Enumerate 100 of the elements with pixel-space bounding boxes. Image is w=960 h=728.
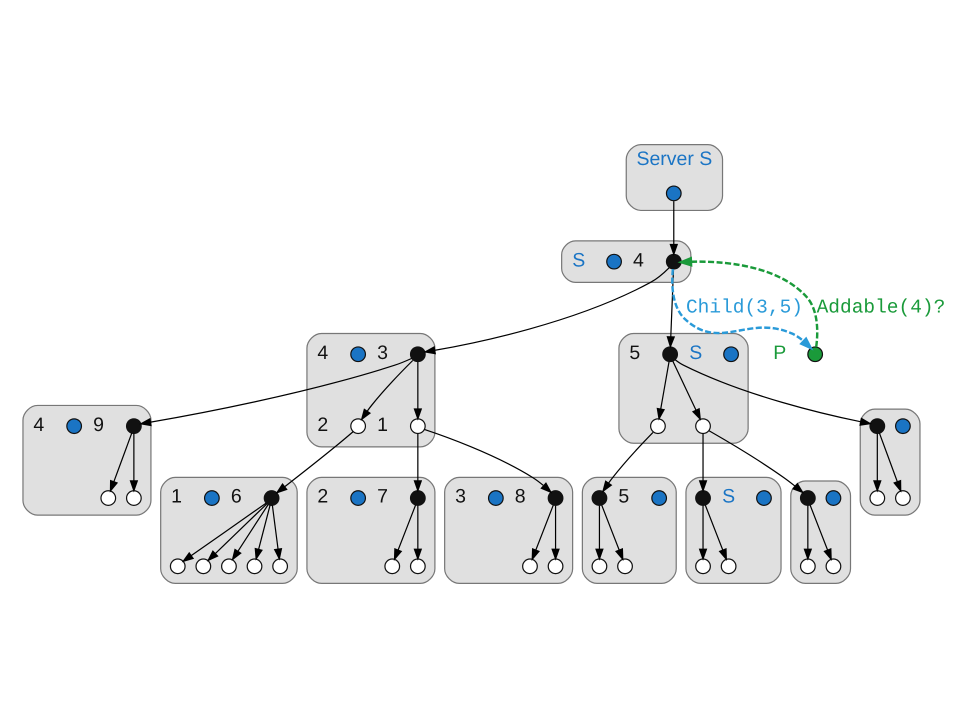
node-circle bbox=[723, 346, 739, 362]
node-circle bbox=[221, 558, 237, 574]
arrow bbox=[254, 505, 271, 561]
node-circle bbox=[410, 490, 426, 506]
arrow bbox=[602, 432, 654, 493]
node-circle bbox=[826, 490, 842, 506]
node-circle bbox=[666, 185, 682, 202]
arrow bbox=[708, 430, 804, 494]
edge-label: Child(3,5) bbox=[686, 296, 803, 319]
node-label: 1 bbox=[377, 414, 388, 436]
node-label: 2 bbox=[317, 414, 328, 436]
node-label: S bbox=[689, 342, 702, 364]
node-circle bbox=[522, 558, 538, 574]
node-label: 4 bbox=[33, 414, 44, 436]
node-circle bbox=[410, 558, 426, 574]
arrow bbox=[414, 362, 422, 421]
arrow bbox=[424, 428, 552, 494]
arrow bbox=[232, 504, 268, 562]
node-circle bbox=[826, 558, 842, 574]
node-circle bbox=[617, 558, 633, 574]
node-circle bbox=[807, 346, 824, 362]
arrow bbox=[678, 256, 818, 348]
arrow bbox=[139, 358, 412, 426]
arrow bbox=[674, 359, 872, 426]
node-label: P bbox=[773, 342, 786, 364]
node-label: 1 bbox=[171, 486, 182, 508]
node-label: 3 bbox=[377, 342, 388, 364]
arrow bbox=[414, 506, 422, 561]
node-circle bbox=[651, 490, 668, 506]
arrow bbox=[698, 434, 708, 492]
node-circle bbox=[894, 418, 911, 434]
arrow bbox=[275, 431, 354, 494]
arrow bbox=[360, 360, 414, 421]
node-circle bbox=[204, 490, 220, 506]
node-label: S bbox=[572, 249, 586, 272]
node-circle bbox=[800, 558, 816, 574]
node-circle bbox=[695, 558, 711, 574]
node-circle bbox=[662, 346, 678, 362]
arrow bbox=[551, 506, 560, 561]
node-label: 4 bbox=[317, 342, 328, 364]
arrow bbox=[873, 434, 882, 492]
node-label: 5 bbox=[618, 486, 630, 508]
node-circle bbox=[126, 418, 142, 434]
node-circle bbox=[695, 418, 711, 434]
arrow bbox=[810, 505, 832, 561]
node-circle bbox=[350, 346, 366, 362]
arrow bbox=[423, 267, 670, 354]
arrow bbox=[394, 505, 416, 561]
node-circle bbox=[756, 490, 772, 506]
node-label: 4 bbox=[633, 249, 644, 272]
arrow bbox=[272, 505, 282, 561]
node-label: 3 bbox=[455, 486, 466, 508]
node-circle bbox=[894, 490, 911, 506]
node-circle bbox=[264, 490, 280, 506]
node-circle bbox=[869, 418, 886, 434]
edge-label: Addable(4)? bbox=[816, 296, 946, 319]
arrow bbox=[804, 506, 812, 561]
arrow bbox=[110, 433, 132, 493]
node-circle bbox=[592, 558, 608, 574]
node-circle bbox=[666, 254, 682, 270]
node-circle bbox=[272, 558, 288, 574]
node-label: 2 bbox=[317, 486, 328, 508]
node-circle bbox=[650, 418, 666, 434]
arrow bbox=[595, 506, 604, 561]
node-circle bbox=[350, 490, 366, 506]
arrow bbox=[670, 201, 678, 256]
cluster bbox=[685, 476, 782, 584]
node-circle bbox=[800, 490, 816, 506]
node-circle bbox=[720, 558, 737, 574]
arrow bbox=[601, 505, 624, 561]
arrow bbox=[698, 506, 708, 561]
node-label: 8 bbox=[514, 486, 526, 508]
node-circle bbox=[195, 558, 212, 574]
node-circle bbox=[488, 490, 504, 506]
arrow bbox=[672, 361, 702, 421]
node-label: S bbox=[722, 486, 736, 508]
arrow bbox=[656, 362, 670, 421]
cluster: Server S bbox=[626, 144, 724, 212]
node-circle bbox=[350, 418, 366, 434]
node-circle bbox=[246, 558, 262, 574]
node-circle bbox=[100, 490, 116, 506]
node-circle bbox=[695, 490, 711, 506]
node-circle bbox=[606, 254, 622, 270]
arrow bbox=[532, 505, 554, 561]
cluster bbox=[444, 476, 574, 584]
node-circle bbox=[410, 346, 426, 362]
arrow bbox=[704, 505, 728, 561]
node-circle bbox=[410, 418, 426, 434]
node-label: 5 bbox=[629, 342, 640, 364]
node-circle bbox=[592, 490, 608, 506]
arrow bbox=[182, 502, 266, 562]
node-circle bbox=[869, 490, 886, 506]
node-label: 6 bbox=[230, 486, 242, 508]
node-label: 9 bbox=[93, 414, 104, 436]
arrow bbox=[878, 433, 902, 493]
node-circle bbox=[548, 490, 564, 506]
cluster bbox=[582, 476, 677, 584]
node-label: 7 bbox=[377, 486, 388, 508]
arrow bbox=[414, 434, 422, 492]
node-circle bbox=[548, 558, 564, 574]
